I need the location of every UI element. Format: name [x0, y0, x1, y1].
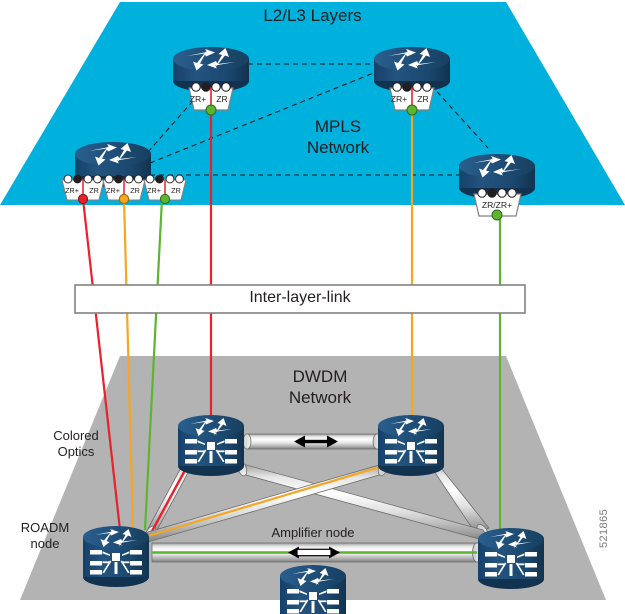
zr-plus-label-r2: ZR+: [190, 94, 206, 104]
colored-optics-line2: Optics: [57, 444, 95, 459]
mpls-network-title: MPLS Network: [268, 116, 408, 158]
lambda-orange-cross: [144, 464, 384, 539]
figure-id-watermark: 521865: [598, 508, 610, 548]
dashed-link-l-tr: [149, 71, 377, 164]
roadm-node-label: ROADM node: [6, 520, 84, 552]
inter-layer-link-label: Inter-layer-link: [249, 289, 351, 306]
mpls-network-title-line1: MPLS: [314, 117, 362, 136]
bidirectional-arrow-lower: [288, 546, 340, 559]
zr-label-r1c: ZR: [171, 186, 181, 195]
mpls-router-top-left[interactable]: [173, 47, 249, 92]
dwdm-node-roadm-lower-right[interactable]: [478, 528, 544, 589]
colored-optics-label: Colored Optics: [36, 428, 116, 460]
zr-plus-label-r1a: ZR+: [65, 186, 79, 195]
zr-label-r3: ZR: [417, 94, 428, 104]
transceiver-module-r2[interactable]: ZR+ ZR: [188, 82, 234, 116]
transceiver-module-r4[interactable]: ZR/ZR+: [473, 188, 522, 221]
transceiver-module-r1-b[interactable]: ZR+ ZR: [102, 174, 146, 205]
dwdm-plane: [20, 356, 606, 600]
tube-upper-horizontal: [242, 433, 382, 450]
inter-layer-link-bar: [74, 284, 526, 314]
dwdm-network-title-line2: Network: [288, 388, 352, 407]
zr-slash-zr-plus-label-r4: ZR/ZR+: [482, 200, 512, 210]
transceiver-module-r1-a[interactable]: ZR+ ZR: [61, 174, 105, 205]
colored-optic-fibers: [81, 107, 502, 534]
dwdm-node-roadm-upper-left[interactable]: [178, 415, 244, 476]
dwdm-fiber-tubes: [140, 433, 491, 563]
colored-optics-line1: Colored: [53, 428, 99, 443]
zr-label-r1b: ZR: [130, 186, 140, 195]
transceiver-module-r1-c[interactable]: ZR+ ZR: [143, 174, 187, 205]
zr-plus-label-r1c: ZR+: [147, 186, 161, 195]
l2l3-layers-title: L2/L3 Layers: [263, 6, 362, 25]
l2l3-plane: [0, 2, 625, 205]
amplifier-node-label: Amplifier node: [271, 525, 355, 540]
roadm-node-line2: node: [30, 536, 60, 551]
fiber-orange-left: [122, 198, 135, 531]
zr-plus-label-r1b: ZR+: [106, 186, 120, 195]
dwdm-node-roadm-upper-right[interactable]: [378, 415, 444, 476]
dwdm-network-title-line1: DWDM: [292, 367, 348, 386]
mpls-network-title-line2: Network: [306, 138, 370, 157]
zr-label-r1a: ZR: [89, 186, 99, 195]
dwdm-network-title: DWDM Network: [240, 366, 400, 408]
transceiver-module-r3[interactable]: ZR+ ZR: [389, 82, 435, 116]
zr-plus-label-r3: ZR+: [391, 94, 407, 104]
mpls-dashed-links: [147, 63, 489, 176]
zr-label-r2: ZR: [216, 94, 227, 104]
bidirectional-arrow-upper: [294, 435, 338, 448]
fiber-red-left: [81, 198, 122, 531]
mpls-router-top-right[interactable]: [374, 47, 450, 92]
dashed-link-l-tl: [147, 93, 200, 153]
lambda-red-left-diag: [149, 460, 192, 534]
mpls-router-right[interactable]: [459, 154, 535, 199]
tube-lower-horizontal: [151, 542, 482, 563]
fiber-green-left: [143, 198, 164, 531]
dwdm-node-amplifier-bottom[interactable]: [280, 565, 346, 614]
roadm-node-line1: ROADM: [20, 520, 70, 535]
dwdm-node-roadm-lower-left[interactable]: [83, 526, 149, 587]
